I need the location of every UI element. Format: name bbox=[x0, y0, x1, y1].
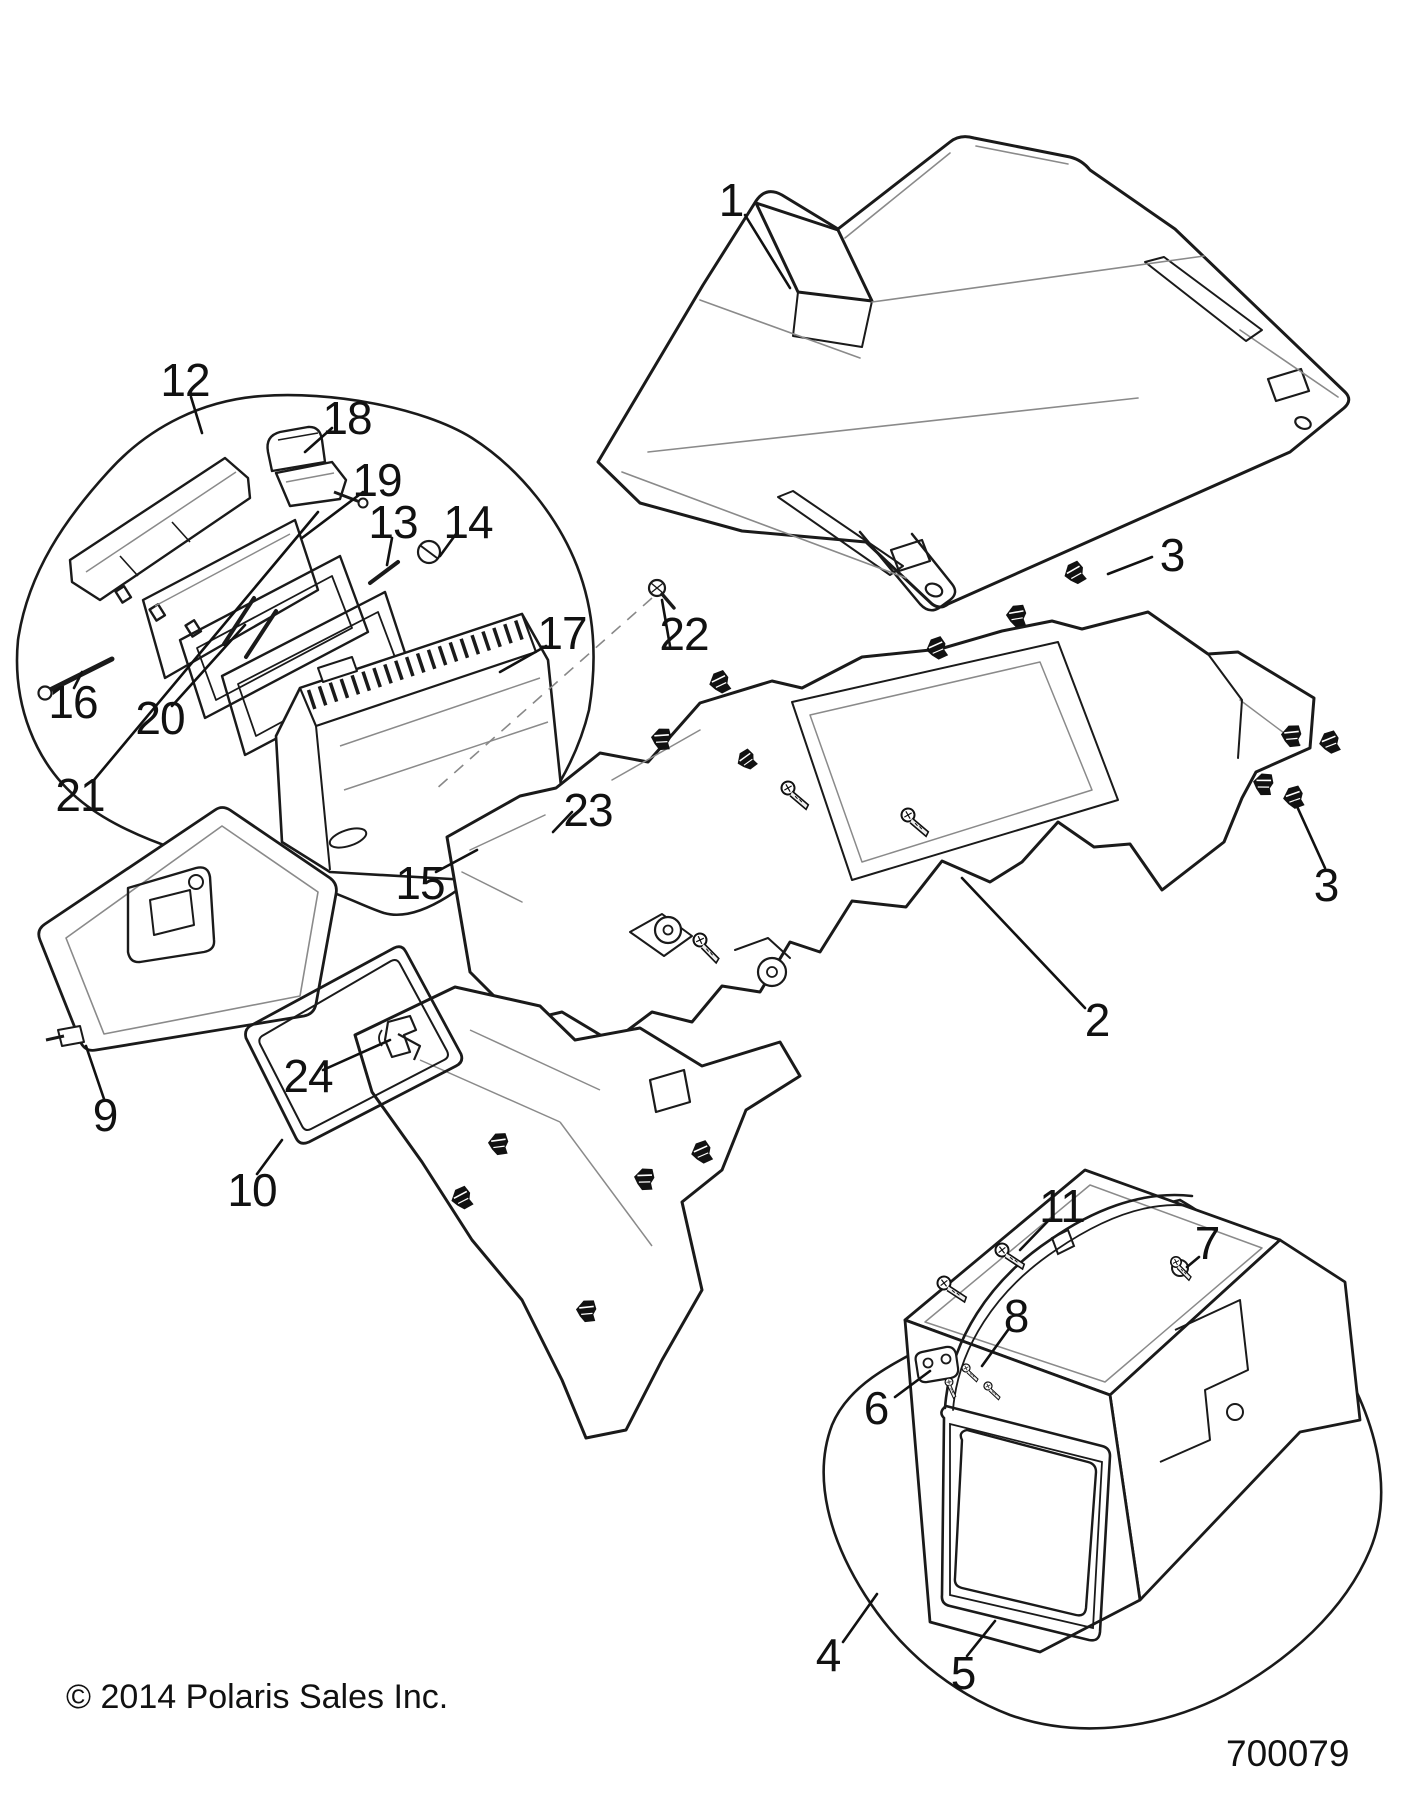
glovebox-seal-part-10 bbox=[244, 945, 464, 1145]
leader-lines bbox=[72, 213, 1327, 1658]
callout-14: 14 bbox=[443, 496, 493, 548]
latch-part-24 bbox=[378, 1014, 422, 1061]
callout-22: 22 bbox=[659, 608, 709, 660]
callout-19: 19 bbox=[352, 454, 402, 506]
callout-5: 5 bbox=[950, 1647, 977, 1699]
callout-3a: 3 bbox=[1159, 529, 1186, 581]
dash-panel-part-2 bbox=[445, 610, 1316, 1044]
underhood-storage-box-part bbox=[903, 1168, 1362, 1654]
hood-cover-part bbox=[596, 135, 1351, 612]
callout-6: 6 bbox=[863, 1382, 890, 1434]
callout-24: 24 bbox=[283, 1050, 333, 1102]
callout-4: 4 bbox=[815, 1629, 842, 1681]
callout-7: 7 bbox=[1194, 1217, 1221, 1269]
callout-8: 8 bbox=[1003, 1290, 1030, 1342]
callout-21: 21 bbox=[55, 769, 105, 821]
callout-18: 18 bbox=[322, 392, 372, 444]
callout-9: 9 bbox=[92, 1089, 119, 1141]
dash-lower-console-part bbox=[353, 985, 802, 1440]
callout-20: 20 bbox=[135, 692, 185, 744]
leader-dashed-22 bbox=[434, 597, 653, 791]
copyright-notice: © 2014 Polaris Sales Inc. bbox=[66, 1678, 449, 1716]
callout-13: 13 bbox=[368, 496, 418, 548]
callout-11: 11 bbox=[1039, 1180, 1086, 1232]
callout-10: 10 bbox=[227, 1164, 277, 1216]
callout-2: 2 bbox=[1084, 994, 1111, 1046]
callout-16: 16 bbox=[48, 676, 98, 728]
detail-bubble-12 bbox=[15, 393, 595, 916]
callout-1: 1 bbox=[718, 174, 745, 226]
callout-12: 12 bbox=[160, 354, 210, 406]
glovebox-door-part-9 bbox=[37, 806, 338, 1052]
callout-15: 15 bbox=[395, 857, 445, 909]
storage-lid-part bbox=[68, 456, 252, 638]
callout-3b: 3 bbox=[1313, 859, 1340, 911]
box-seal-part-5 bbox=[940, 1193, 1194, 1642]
callout-17: 17 bbox=[537, 607, 587, 659]
callout-23: 23 bbox=[563, 784, 613, 836]
vent-clamp-part-18 bbox=[266, 425, 369, 509]
diagram-number: 700079 bbox=[1226, 1733, 1350, 1774]
